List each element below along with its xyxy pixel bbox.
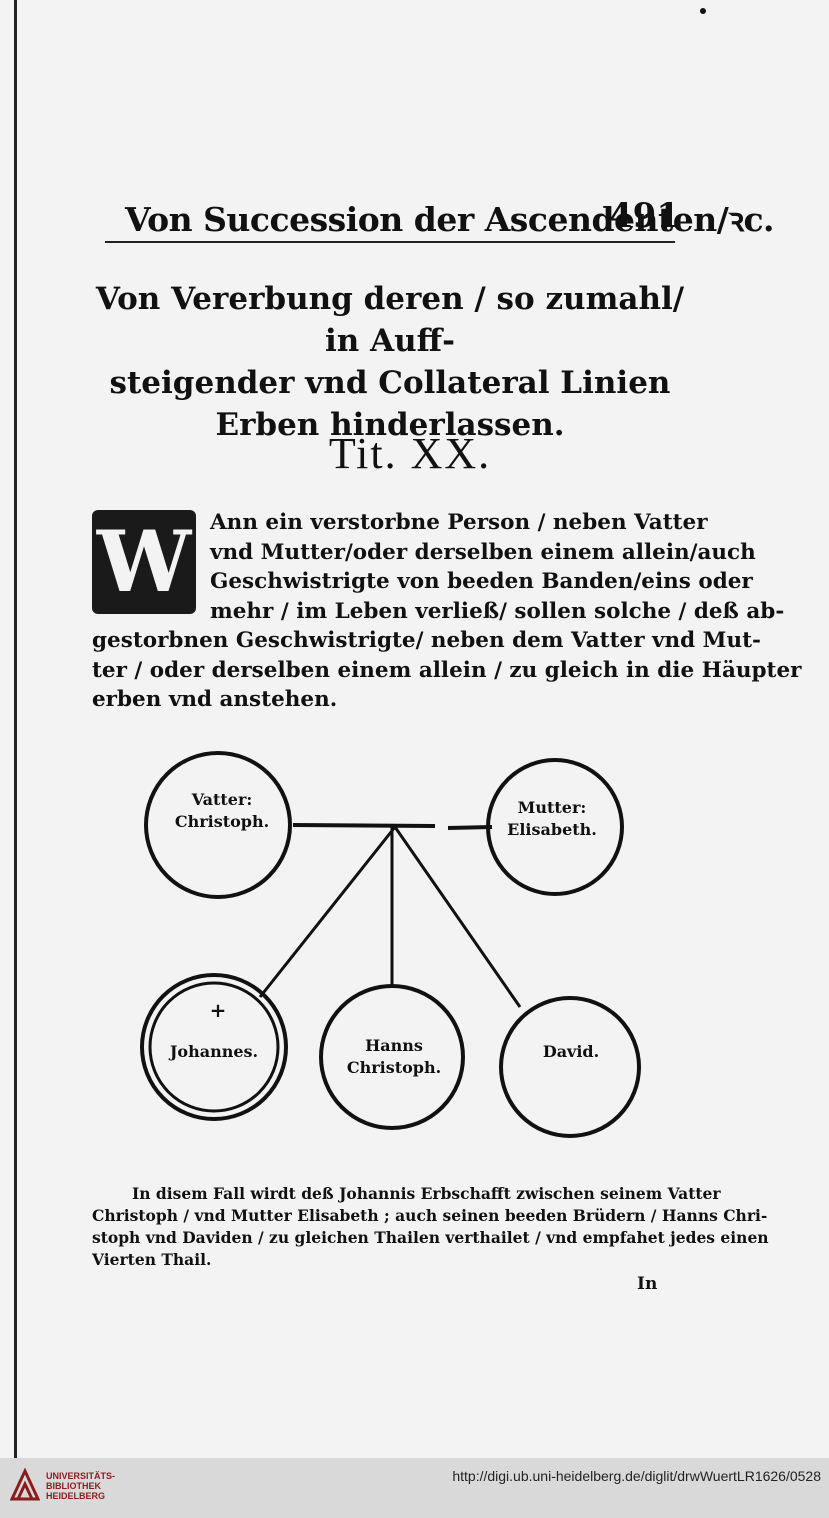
mother-circle [486, 758, 624, 896]
catchword: In [637, 1274, 658, 1294]
father-label-role: Vatter: [191, 790, 253, 809]
david-label: David. [543, 1042, 599, 1061]
caption-line: Christoph / vnd Mutter Elisabeth ; auch … [92, 1206, 768, 1225]
body-line: ter / oder derselben einem allein / zu g… [92, 657, 802, 683]
johannes-inner-circle [148, 981, 280, 1113]
branch-david [393, 826, 522, 1008]
hanns-label-first: Hanns [365, 1036, 423, 1055]
library-name[interactable]: UNIVERSITÄTS- BIBLIOTHEK HEIDELBERG [46, 1471, 115, 1501]
decorated-initial: W [92, 510, 196, 614]
hanns-circle [319, 984, 465, 1130]
body-line: gestorbnen Geschwistrigte/ neben dem Vat… [92, 628, 761, 653]
caption-line: Vierten Thail. [92, 1250, 212, 1269]
viewer-footer: UNIVERSITÄTS- BIBLIOTHEK HEIDELBERG http… [0, 1458, 829, 1518]
heading-line: steigender vnd Collateral Linien [109, 365, 671, 401]
library-name-line: BIBLIOTHEK [46, 1481, 101, 1491]
diagram-caption: In disem Fall wirdt deß Johannis Erbscha… [92, 1183, 769, 1271]
parent-connector-left [292, 823, 436, 828]
source-url-link[interactable]: http://digi.ub.uni-heidelberg.de/diglit/… [452, 1468, 821, 1484]
father-circle [144, 751, 292, 899]
mother-label-role: Mutter: [518, 798, 587, 817]
running-head-title: Von Succession der Ascendenten/ꝛc. [125, 200, 775, 239]
body-line: Ann ein verstorbne Person / neben Vatter [210, 510, 708, 535]
library-name-line: HEIDELBERG [46, 1491, 106, 1501]
caption-line: stoph vnd Daviden / zu gleichen Thailen … [92, 1228, 769, 1247]
father-label-name: Christoph. [175, 812, 269, 831]
body-paragraph: Ann ein verstorbne Person / neben Vatter… [92, 508, 802, 715]
page-edge-line [14, 0, 17, 1458]
initial-letter: W [96, 512, 192, 611]
deceased-cross-icon: + [210, 998, 227, 1022]
johannes-label: Johannes. [168, 1042, 258, 1061]
johannes-outer-circle [140, 973, 288, 1121]
caption-line: In disem Fall wirdt deß Johannis Erbscha… [132, 1184, 721, 1203]
page-number: 491 [609, 196, 680, 236]
body-line: vnd Mutter/oder derselben einem allein/a… [210, 539, 756, 565]
parent-connector-right [447, 825, 493, 830]
ink-spot [700, 8, 706, 14]
header-rule [105, 241, 675, 243]
library-logo-icon[interactable] [10, 1467, 40, 1501]
body-line: Geschwistrigte von beeden Banden/eins od… [210, 569, 753, 594]
david-circle [499, 996, 641, 1138]
body-line: erben vnd anstehen. [92, 687, 338, 712]
family-tree-diagram: Vatter: Christoph. Mutter: Elisabeth. + … [140, 751, 641, 1138]
library-name-line: UNIVERSITÄTS- [46, 1471, 116, 1481]
heading-line: Von Vererbung deren / so zumahl/ in Auff… [95, 281, 685, 359]
hanns-label-second: Christoph. [347, 1058, 441, 1077]
heading-line: Erben hinderlassen. [215, 407, 565, 443]
branch-johannes [258, 826, 397, 998]
body-line: mehr / im Leben verließ/ sollen solche /… [210, 598, 785, 624]
mother-label-name: Elisabeth. [507, 820, 597, 839]
section-heading: Von Vererbung deren / so zumahl/ in Auff… [95, 278, 685, 446]
title-number: Tit. XX. [328, 429, 492, 478]
running-head: Von Succession der Ascendenten/ꝛc. 491 [105, 190, 775, 242]
book-page: Von Succession der Ascendenten/ꝛc. 491 V… [14, 0, 802, 1458]
